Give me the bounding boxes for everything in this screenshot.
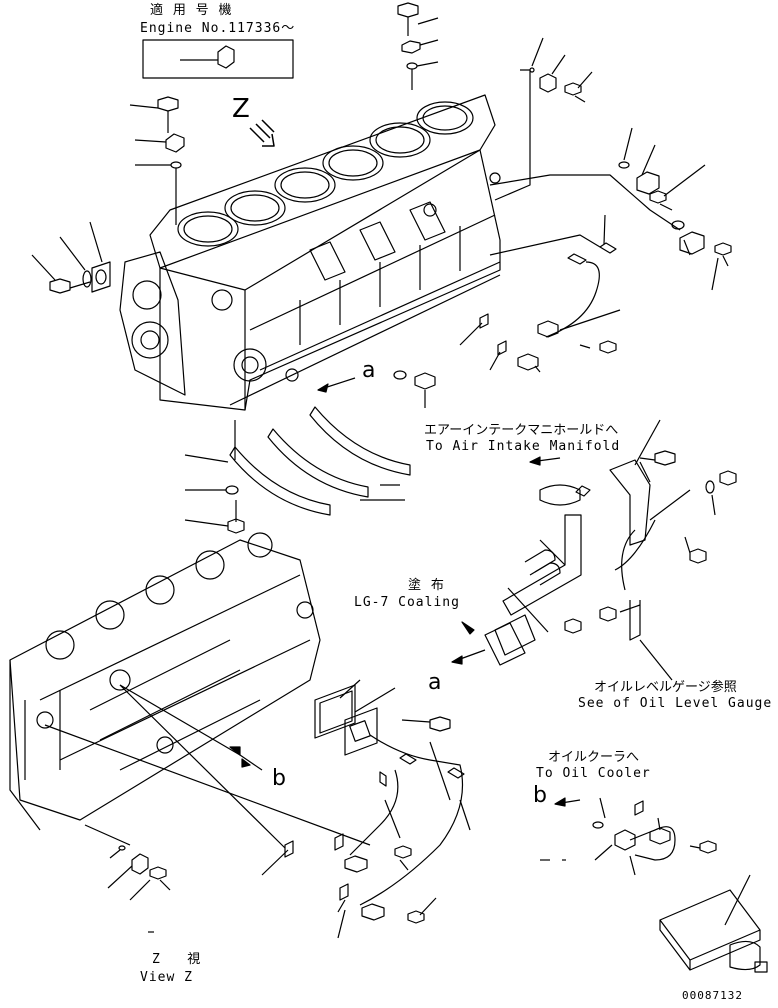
applicable-engine-jp: 適 用 号 機 [150, 3, 233, 18]
drawing-number: 00087132 [682, 989, 743, 1002]
oil-cooler-fittings [554, 797, 717, 876]
air-intake-jp: エアーインテークマニホールドへ [424, 423, 619, 438]
a-arrow-top [317, 370, 436, 408]
a-arrow-mid [451, 621, 486, 665]
a-marker-top: a [362, 358, 376, 383]
leader-lines-block [44, 684, 371, 849]
front-cover-bolt-gasket [31, 221, 111, 294]
bottom-left-parts [107, 845, 171, 901]
sensor-harness-bottom [261, 734, 471, 939]
dashes [148, 859, 566, 933]
oil-cooler-jp: オイルクーラへ [548, 750, 640, 765]
b-marker-right: b [533, 783, 547, 808]
coating-en: LG-7 Coaling [354, 595, 460, 610]
view-z-arrow [249, 119, 275, 147]
sensor-harness-top [459, 214, 621, 373]
applicable-engine-box [142, 39, 294, 79]
top-bolt-plug [129, 96, 185, 225]
cylinder-block-top [119, 94, 501, 411]
view-z-jp: Z 視 [152, 952, 202, 967]
view-z-en: View Z [140, 970, 193, 985]
air-intake-arrow [529, 456, 561, 466]
a-marker-mid: a [428, 670, 442, 695]
main-bearing-caps [184, 406, 411, 534]
b-arrow-left [241, 758, 251, 768]
air-intake-en: To Air Intake Manifold [426, 439, 621, 454]
b-marker-left: b [272, 766, 286, 791]
top-right-fittings [489, 37, 732, 291]
oil-level-en: See of Oil Level Gauge [578, 696, 773, 711]
engine-number-label: Engine No.117336～ [140, 21, 296, 36]
intake-bracket [609, 419, 737, 571]
coating-jp: 塗 布 [408, 578, 445, 593]
intake-pipe [484, 484, 673, 681]
top-head-bolts [397, 2, 439, 90]
cylinder-block-bottom [9, 532, 321, 831]
oil-level-jp: オイルレベルゲージ参照 [594, 680, 737, 695]
z-marker: Z [232, 94, 250, 124]
oil-cover-gasket [314, 679, 451, 756]
oil-cooler-en: To Oil Cooler [536, 766, 651, 781]
dipstick-assembly [659, 874, 768, 973]
